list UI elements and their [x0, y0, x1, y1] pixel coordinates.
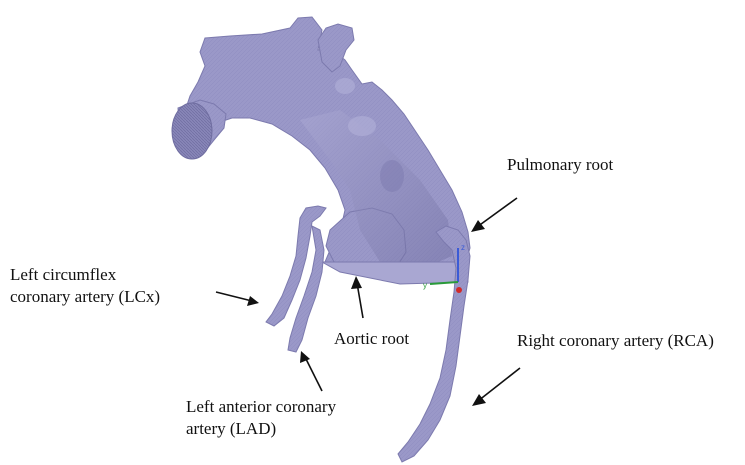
rca-label: Right coronary artery (RCA): [517, 330, 714, 352]
vessel-cut-cap: [172, 103, 212, 159]
lad-label-line1: Left anterior coronary: [186, 396, 336, 418]
pulmonary-root-label: Pulmonary root: [507, 154, 613, 176]
base-cut-plane: [322, 262, 468, 284]
x-axis-marker: [456, 287, 462, 293]
lcx-label-line1: Left circumflex: [10, 264, 116, 286]
z-axis-label: z: [461, 243, 465, 252]
lad-arrow: [300, 351, 322, 391]
pulmonary-root-arrow: [471, 198, 517, 232]
surface-lump: [380, 160, 404, 192]
aortic-root-arrow: [351, 276, 363, 318]
rca-arrow: [472, 368, 520, 406]
surface-lump: [335, 78, 355, 94]
lad-label-line2: artery (LAD): [186, 418, 276, 440]
surface-lump: [348, 116, 376, 136]
y-axis-label: y: [423, 281, 427, 290]
lcx-arrow: [216, 292, 259, 306]
aortic-root-label: Aortic root: [334, 328, 409, 350]
lcx-label-line2: coronary artery (LCx): [10, 286, 160, 308]
